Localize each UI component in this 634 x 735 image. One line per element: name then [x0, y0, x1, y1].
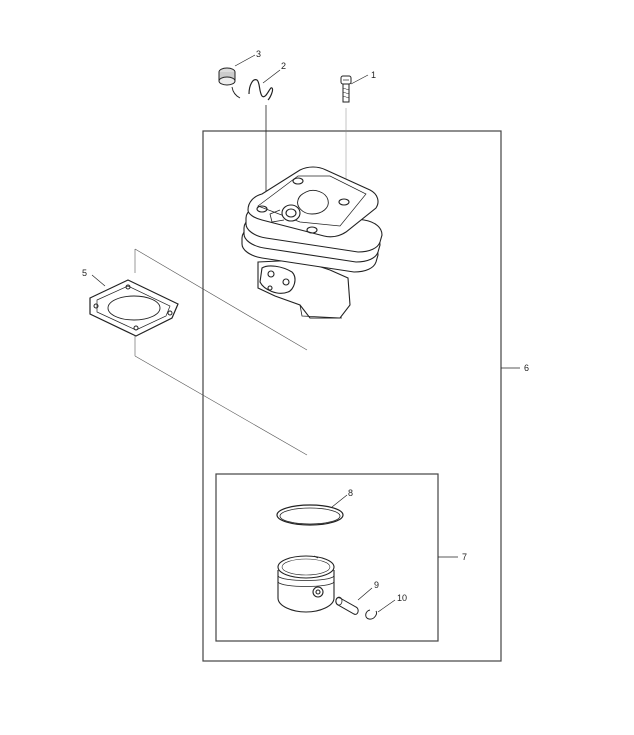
callout-10: 10 [397, 593, 407, 603]
screw-icon [340, 75, 352, 103]
callout-5: 5 [82, 268, 87, 278]
gasket-icon [89, 279, 179, 337]
cylinder-icon [241, 166, 383, 319]
rubber-plug-icon [218, 67, 241, 99]
piston-ring-icon [276, 504, 344, 526]
cylinder-assembly-frame [202, 130, 502, 662]
piston-icon [277, 555, 335, 613]
callout-3: 3 [256, 49, 261, 59]
piston-pin-icon [335, 596, 359, 615]
piston-kit-frame [215, 473, 439, 642]
callout-9: 9 [374, 580, 379, 590]
callout-6: 6 [524, 363, 529, 373]
callout-7: 7 [462, 552, 467, 562]
spring-clip-icon [248, 79, 274, 101]
callout-2: 2 [281, 61, 286, 71]
callout-1: 1 [371, 70, 376, 80]
gasket-projection-lines [134, 248, 308, 456]
callout-8: 8 [348, 488, 353, 498]
circlip-icon [365, 609, 377, 620]
